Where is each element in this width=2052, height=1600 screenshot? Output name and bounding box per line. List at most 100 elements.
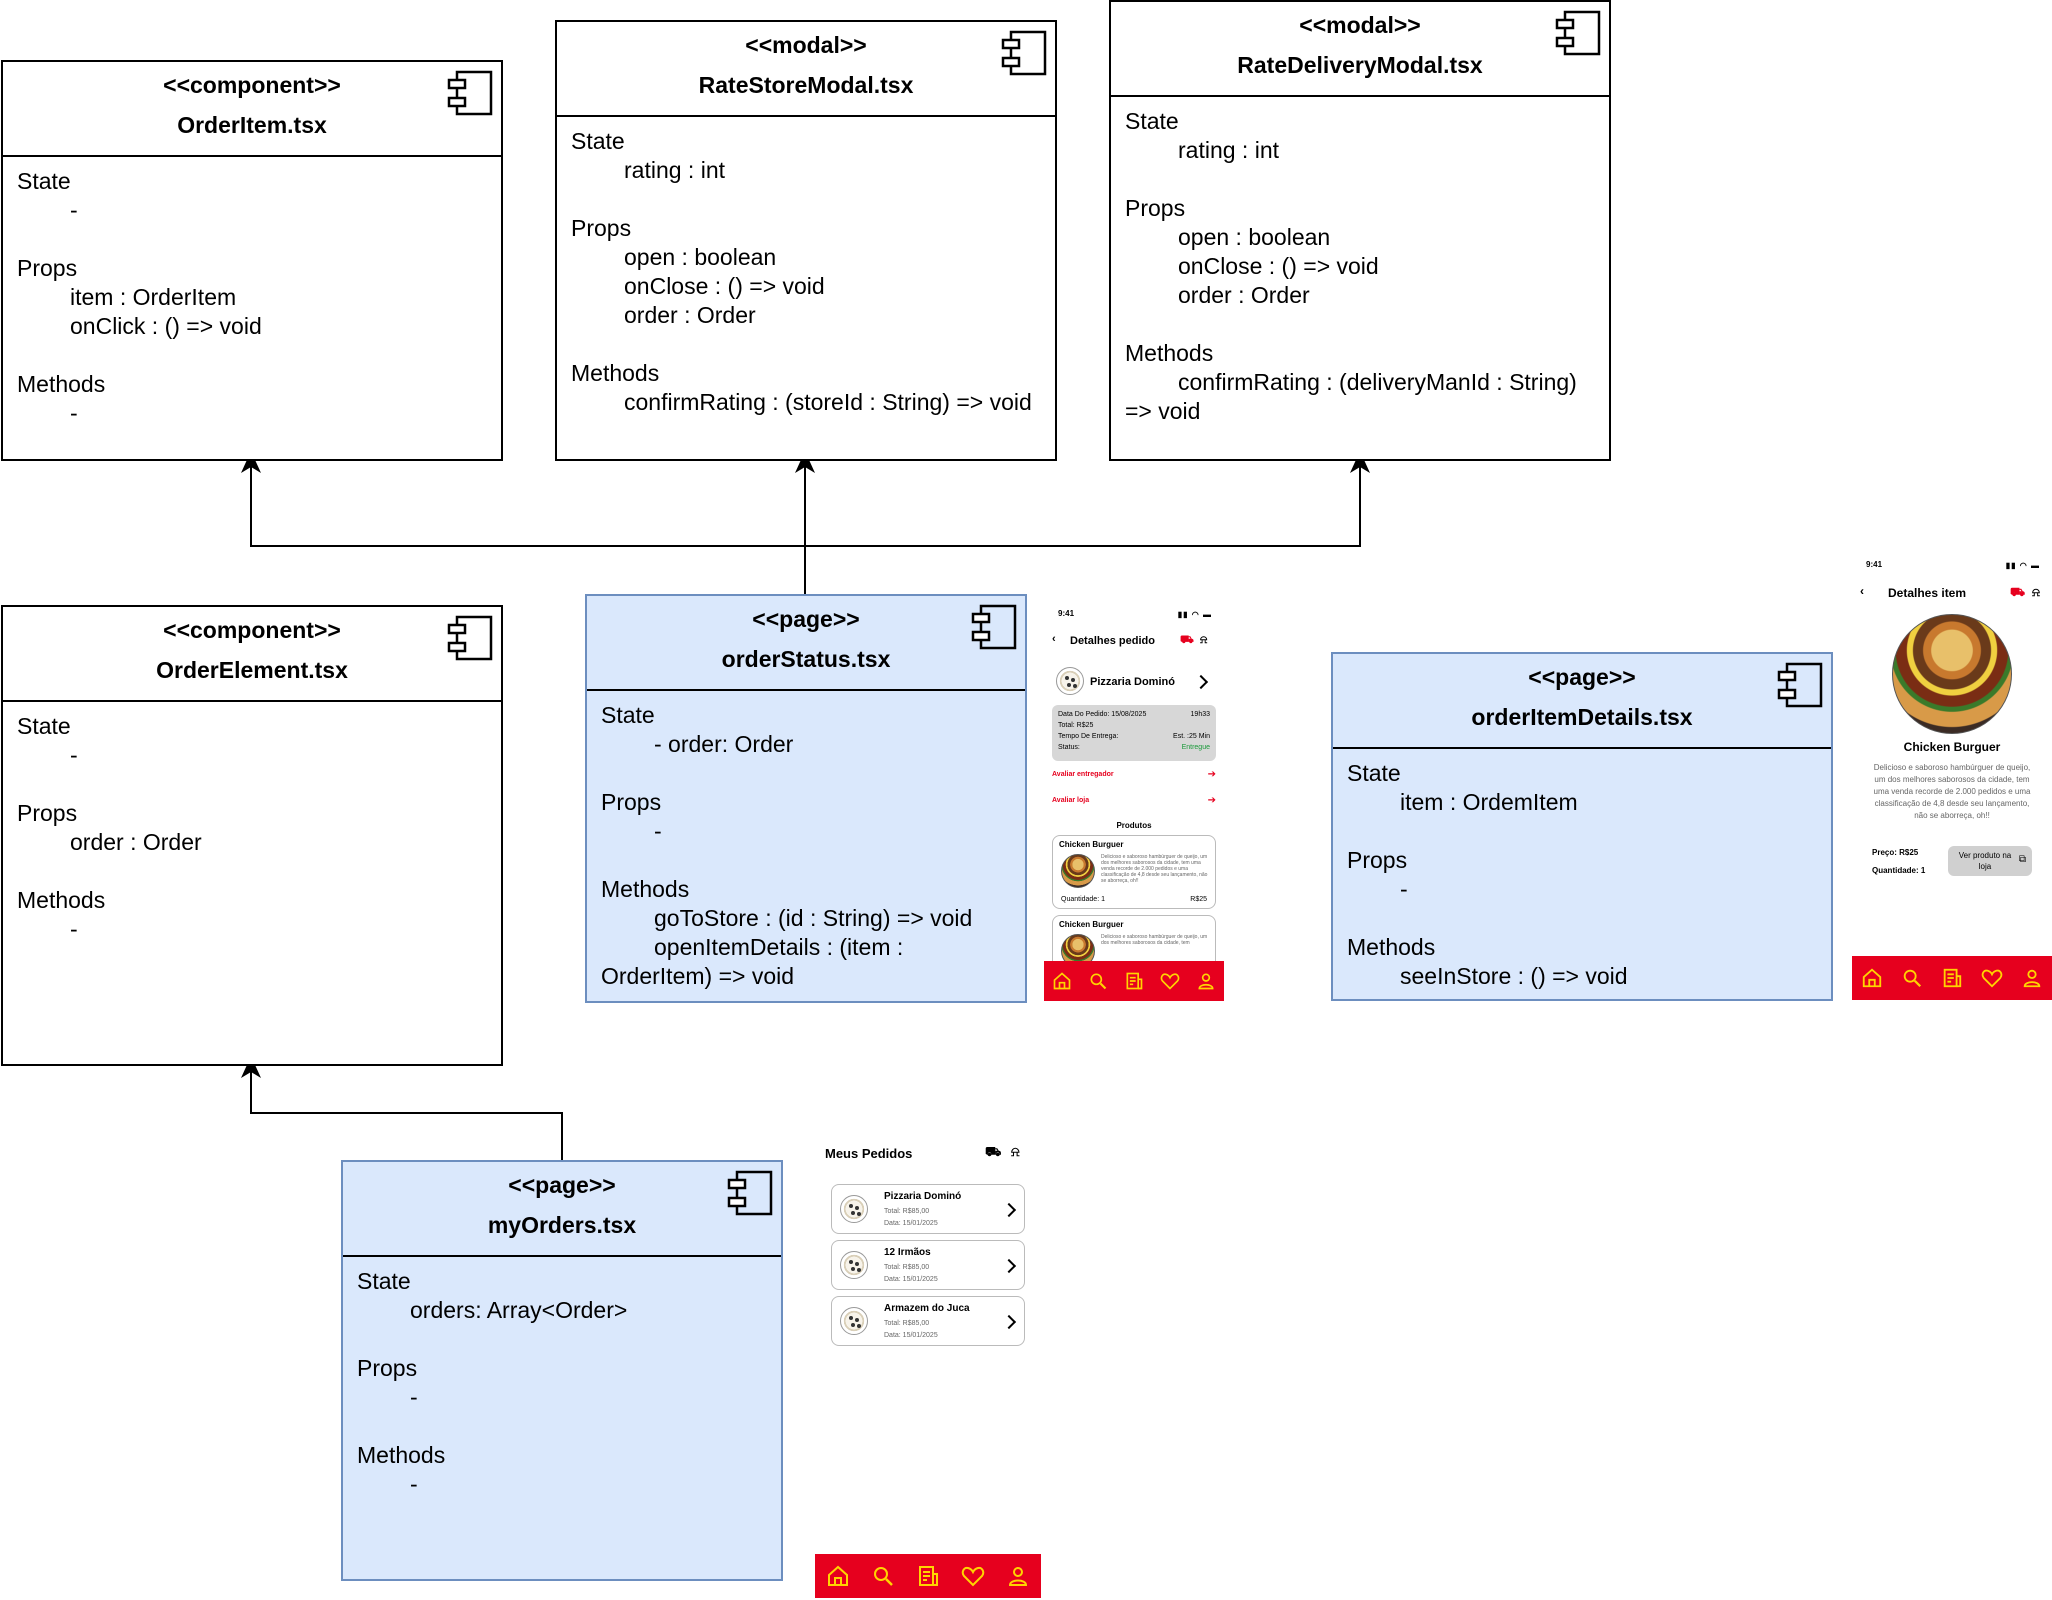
store-name: 12 Irmãos xyxy=(884,1247,931,1258)
product-name: Chicken Burguer xyxy=(1059,920,1124,929)
bell-icon[interactable]: ⍾ xyxy=(1200,634,1208,646)
method-entry: confirmRating : (storeId : String) => vo… xyxy=(624,389,1032,415)
search-icon[interactable] xyxy=(1901,967,1923,989)
orderstatus-page-box: <<page>> orderStatus.tsx State - order: … xyxy=(585,594,1027,1003)
user-icon[interactable] xyxy=(2021,967,2043,989)
bell-icon[interactable]: ⍾ xyxy=(1011,1144,1020,1159)
search-icon[interactable] xyxy=(871,1564,895,1588)
prop-entry: onClose : () => void xyxy=(1178,253,1379,279)
order-summary-card: Data Do Pedido: 15/08/2025 19h33 Total: … xyxy=(1052,705,1216,761)
user-icon[interactable] xyxy=(1006,1564,1030,1588)
orderitemdetails-page-box: <<page>> orderItemDetails.tsx State item… xyxy=(1331,652,1833,1001)
cart-icon[interactable]: ⛟ xyxy=(2010,585,2026,599)
component-icon xyxy=(971,604,1017,650)
prop-entry: order : Order xyxy=(1178,282,1310,308)
state-entry: - xyxy=(70,197,78,223)
arrow-right-icon[interactable]: ➔ xyxy=(1207,769,1216,780)
order-card[interactable]: Armazem do Juca Total: R$85,00 Data: 15/… xyxy=(831,1296,1025,1346)
class-header: <<page>> myOrders.tsx xyxy=(343,1162,781,1257)
props-label: Props xyxy=(1125,195,1186,221)
product-quantity: Quantidade: 1 xyxy=(1061,896,1105,903)
product-description: Delicioso e saboroso hambúrguer de queij… xyxy=(1873,763,2031,820)
product-quantity: Quantidade: 1 xyxy=(1872,866,1926,875)
burger-image xyxy=(1061,854,1095,888)
back-chevron-icon[interactable]: ‹ xyxy=(1052,633,1056,645)
state-label: State xyxy=(17,168,71,194)
prop-entry: onClose : () => void xyxy=(624,273,825,299)
edge-myorders-to-orderelement xyxy=(241,1056,563,1160)
methods-label: Methods xyxy=(17,371,106,397)
myorders-screen-mockup: Meus Pedidos ⛟ ⍾ Pizzaria Dominó Total: … xyxy=(815,1136,1041,1598)
rate-store-link[interactable]: Avaliar loja xyxy=(1052,797,1090,804)
order-card[interactable]: Pizzaria Dominó Total: R$85,00 Data: 15/… xyxy=(831,1184,1025,1234)
back-chevron-icon[interactable]: ‹ xyxy=(1860,584,1864,598)
prop-entry: order : Order xyxy=(624,302,756,328)
state-label: State xyxy=(17,713,71,739)
props-label: Props xyxy=(17,800,78,826)
state-label: State xyxy=(357,1268,411,1294)
user-icon[interactable] xyxy=(1196,971,1216,991)
chevron-right-icon xyxy=(1001,1202,1017,1218)
header: ‹ Detalhes item ⛟ ⍾ xyxy=(1852,584,2052,602)
orders-icon[interactable] xyxy=(1941,967,1963,989)
heart-icon[interactable] xyxy=(961,1564,985,1588)
stereotype: <<modal>> xyxy=(1299,12,1421,38)
order-total: Total: R$85,00 xyxy=(884,1208,930,1215)
method-entry: goToStore : (id : String) => void xyxy=(654,905,973,931)
edge-orderstatus-to-rate-delivery xyxy=(805,451,1370,547)
class-header: <<page>> orderStatus.tsx xyxy=(587,596,1025,691)
bottom-nav-bar xyxy=(1852,956,2052,1000)
class-header: <<modal>> RateStoreModal.tsx xyxy=(557,22,1055,117)
cart-icon[interactable]: ⛟ xyxy=(985,1144,1002,1159)
order-total: Total: R$25 xyxy=(1058,722,1094,729)
method-entry: openItemDetails : (item : xyxy=(654,934,904,960)
state-label: State xyxy=(1347,760,1401,786)
status-bar: 9:41▮▮ ◠ ▬ xyxy=(1852,556,2052,574)
state-entry: item : OrdemItem xyxy=(1400,789,1578,815)
order-time: 19h33 xyxy=(1190,711,1210,718)
method-entry: seeInStore : () => void xyxy=(1400,963,1628,989)
rate-delivery-link[interactable]: Avaliar entregador xyxy=(1052,771,1114,778)
burger-image xyxy=(1892,614,2012,734)
arrow-right-icon[interactable]: ➔ xyxy=(1207,795,1216,806)
state-entry: - order: Order xyxy=(654,731,794,757)
status-label: Status: xyxy=(1058,744,1080,751)
heart-icon[interactable] xyxy=(1160,971,1180,991)
status-bar: 9:41▮▮ ◠ ▬ xyxy=(1044,605,1224,623)
home-icon[interactable] xyxy=(1052,971,1072,991)
state-entry: orders: Array<Order> xyxy=(410,1297,628,1323)
state-entry: rating : int xyxy=(624,157,725,183)
order-card[interactable]: 12 Irmãos Total: R$85,00 Data: 15/01/202… xyxy=(831,1240,1025,1290)
class-name: orderStatus.tsx xyxy=(721,646,891,672)
component-icon xyxy=(1001,30,1047,76)
class-header: <<component>> OrderItem.tsx xyxy=(3,62,501,157)
component-icon xyxy=(447,70,493,116)
method-entry: - xyxy=(70,916,78,942)
store-avatar xyxy=(840,1307,868,1335)
heart-icon[interactable] xyxy=(1981,967,2003,989)
chevron-right-icon[interactable] xyxy=(1193,674,1209,690)
see-in-store-button[interactable]: Ver produto na loja ⧉ xyxy=(1948,846,2032,876)
itemdetails-screen-mockup: 9:41▮▮ ◠ ▬ ‹ Detalhes item ⛟ ⍾ Chicken B… xyxy=(1852,556,2052,1000)
ratestoremodal-class-box: <<modal>> RateStoreModal.tsx State ratin… xyxy=(555,20,1057,461)
orders-icon[interactable] xyxy=(1124,971,1144,991)
page-title: Meus Pedidos xyxy=(825,1146,913,1161)
bell-icon[interactable]: ⍾ xyxy=(2032,585,2040,599)
see-in-store-label: Ver produto na loja xyxy=(1958,851,2012,871)
external-link-icon: ⧉ xyxy=(2018,854,2026,865)
class-header: <<component>> OrderElement.tsx xyxy=(3,607,501,702)
home-icon[interactable] xyxy=(826,1564,850,1588)
store-name[interactable]: Pizzaria Dominó xyxy=(1090,676,1175,688)
orders-icon[interactable] xyxy=(916,1564,940,1588)
products-heading: Produtos xyxy=(1116,821,1152,830)
store-name: Pizzaria Dominó xyxy=(884,1191,962,1202)
product-card[interactable]: Chicken Burguer Delicioso e saboroso ham… xyxy=(1052,835,1216,909)
state-label: State xyxy=(601,702,655,728)
search-icon[interactable] xyxy=(1088,971,1108,991)
props-label: Props xyxy=(17,255,78,281)
cart-icon[interactable]: ⛟ xyxy=(1180,634,1194,646)
state-entry: rating : int xyxy=(1178,137,1279,163)
bottom-nav-bar xyxy=(815,1554,1041,1598)
home-icon[interactable] xyxy=(1861,967,1883,989)
